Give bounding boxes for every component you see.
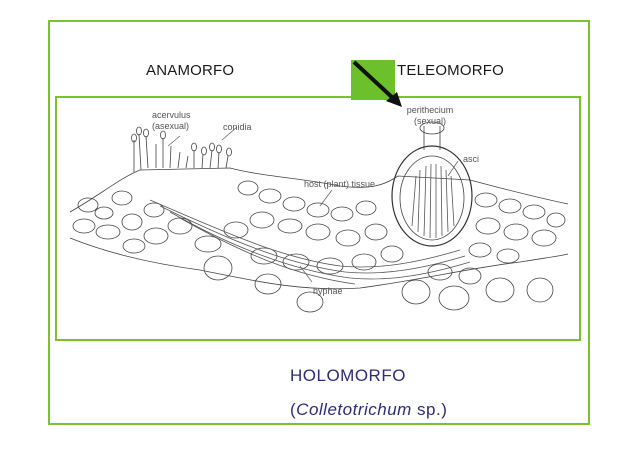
- species-open-paren: (: [290, 400, 297, 419]
- teleomorfo-label: TELEOMORFO: [397, 62, 505, 79]
- hyphae-strands: [149, 199, 471, 285]
- host-cells: [72, 180, 566, 313]
- perithecium-sub-text: (sexual): [413, 116, 446, 126]
- perithecium-label: perithecium (sexual): [398, 105, 462, 127]
- asci-label: asci: [463, 154, 480, 164]
- anamorfo-label: ANAMORFO: [146, 62, 235, 79]
- species-close: sp.): [411, 400, 448, 419]
- species-name: (Colletotrichum sp.): [290, 400, 447, 420]
- acervulus-label: acervulus (asexual): [152, 110, 212, 132]
- outer-frame: [48, 20, 590, 425]
- arrow-line: [352, 60, 397, 102]
- acervulus-sub-text: (asexual): [152, 121, 190, 131]
- conidia: [131, 126, 232, 157]
- host-tissue-label: host (plant) tissue: [304, 179, 376, 189]
- acervulus-text: acervulus: [152, 110, 191, 120]
- perithecium-text: perithecium: [406, 105, 454, 115]
- asci: [411, 163, 455, 239]
- perithecium: [391, 121, 473, 247]
- tissue-lower-line: [69, 237, 569, 290]
- conidia-label: conidia: [223, 122, 252, 132]
- tissue-upper-line: [69, 167, 569, 213]
- hyphae-label: hyphae: [313, 286, 343, 296]
- acervulus-conidiophores: [133, 133, 229, 172]
- arrow-head: [386, 92, 402, 107]
- species-genus: Colletotrichum: [296, 400, 412, 419]
- holomorfo-title: HOLOMORFO: [290, 366, 406, 385]
